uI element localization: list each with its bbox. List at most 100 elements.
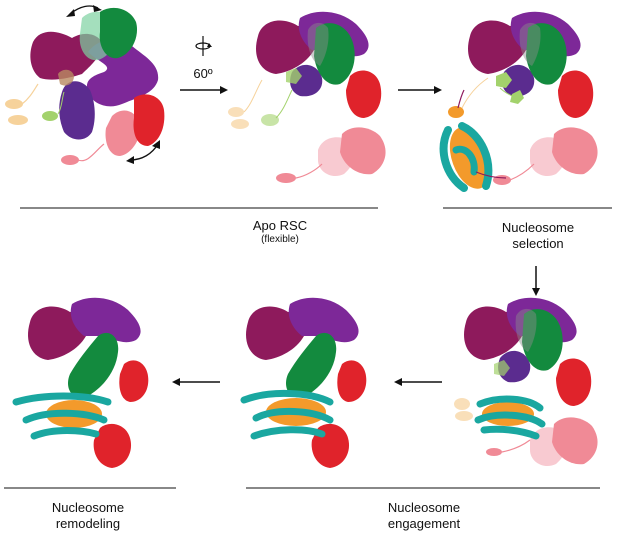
pink-linker	[501, 439, 531, 453]
selection-line1: Nucleosome	[501, 220, 575, 235]
nucleosome-engaging	[474, 395, 546, 440]
lime-hex	[494, 360, 510, 376]
green-domain	[526, 23, 567, 85]
pink-linker	[295, 163, 323, 179]
flex-arrow-top-head-a	[66, 9, 75, 17]
indigo-domain	[502, 64, 535, 97]
peach-domain-b	[231, 119, 249, 129]
purple-domain	[288, 297, 359, 343]
lime-hex-b	[510, 90, 524, 104]
teal-dna-wrap-a	[240, 390, 334, 406]
selection-line2: selection	[512, 236, 564, 251]
pink-linker	[509, 163, 535, 181]
green-domain	[286, 332, 337, 398]
nucleosome-remodeled	[12, 392, 112, 440]
histone-tail	[457, 89, 465, 109]
indigo-domain	[59, 81, 95, 140]
teal-dna-wrap-a	[12, 392, 112, 406]
teal-dna-wrap-b	[474, 411, 546, 428]
green-domain	[314, 23, 355, 85]
panel-selection	[439, 11, 598, 192]
arrow-rotated-to-selection	[398, 86, 442, 94]
green-domain	[68, 332, 119, 398]
nucleosome-selected	[439, 89, 507, 192]
remodeling-line1: Nucleosome	[51, 500, 125, 515]
pink-small-domain	[276, 173, 296, 183]
flex-arrow-bottom-head-b	[152, 140, 160, 149]
apo-subtitle: (flexible)	[261, 234, 299, 245]
peach-domain-a	[454, 398, 470, 410]
lime-domain	[42, 111, 58, 121]
gray-overlap	[307, 22, 329, 66]
peach-linker	[21, 83, 39, 105]
gray-overlap	[519, 22, 541, 66]
red-domain	[556, 358, 592, 406]
apo-label: Apo RSC (flexible)	[230, 218, 330, 246]
arrow-to-engagement	[394, 378, 442, 386]
rotation-symbol	[195, 36, 212, 56]
teal-dna-wrap-b	[252, 407, 334, 424]
green-domain	[99, 7, 138, 59]
panel-engagement-onset	[454, 297, 598, 467]
teal-dna-wrap-c	[452, 145, 478, 176]
lime-hex	[286, 68, 302, 84]
peach-linker	[461, 77, 489, 109]
teal-dna-wrap-b	[22, 409, 108, 424]
panel-apo-rsc	[5, 5, 165, 165]
peach-domain-b	[455, 411, 473, 421]
peach-domain-a	[228, 107, 244, 117]
teal-dna-wrap-a	[439, 126, 468, 192]
remodeling-line2: remodeling	[55, 516, 121, 531]
selection-label: Nucleosome selection	[478, 220, 598, 252]
red-domain-upper	[119, 360, 149, 402]
lime-linker	[57, 91, 65, 115]
lime-linker	[499, 87, 513, 97]
panel-remodeling	[12, 297, 149, 468]
remodeling-label: Nucleosome remodeling	[28, 500, 148, 532]
peach-domain-a	[5, 99, 23, 109]
pink-domain	[552, 127, 598, 175]
flex-arrow-top-head-b	[93, 5, 102, 12]
pink-linker	[77, 143, 105, 162]
peach-linker	[243, 79, 263, 113]
arrow-apo-to-rotated	[180, 86, 228, 94]
lime-domain	[261, 114, 279, 126]
teal-dna-wrap-c	[30, 427, 100, 440]
apo-title: Apo RSC	[252, 218, 308, 233]
nucleosome-engaged	[240, 390, 334, 440]
red-domain	[346, 70, 382, 118]
teal-dna-wrap-c	[250, 426, 326, 440]
pink-domain	[552, 417, 598, 465]
lime-linker	[275, 89, 293, 119]
lime-hex-a	[496, 72, 512, 88]
arrow-selection-to-engagement	[532, 266, 540, 296]
teal-dna-wrap-a	[476, 395, 544, 412]
indigo-domain	[498, 350, 531, 383]
pink-small-domain	[61, 155, 79, 165]
gray-overlap	[515, 308, 537, 352]
engagement-label: Nucleosome engagement	[364, 500, 484, 532]
pink-small-domain	[486, 448, 502, 456]
red-domain	[133, 94, 165, 146]
teal-dna-wrap-c	[480, 425, 540, 440]
purple-domain	[70, 297, 141, 343]
panel-apo-rotated	[228, 11, 386, 183]
tan-hinge	[58, 69, 74, 86]
panel-engagement	[240, 297, 367, 468]
rotation-label: 60º	[193, 66, 212, 81]
pink-domain	[340, 127, 386, 175]
green-domain	[522, 309, 563, 371]
red-domain-lower	[93, 423, 132, 468]
pink-small-domain	[493, 175, 511, 185]
engagement-line1: Nucleosome	[387, 500, 461, 515]
flex-arrow-bottom-head-a	[126, 156, 134, 164]
peach-domain-b	[8, 115, 28, 125]
teal-dna-wrap-b	[458, 122, 493, 190]
engagement-line2: engagement	[387, 516, 461, 531]
orange-histone-top	[448, 106, 464, 118]
arrow-to-remodeling	[172, 378, 220, 386]
pink-domain	[105, 110, 141, 156]
red-domain	[558, 70, 594, 118]
red-domain-upper	[337, 360, 367, 402]
